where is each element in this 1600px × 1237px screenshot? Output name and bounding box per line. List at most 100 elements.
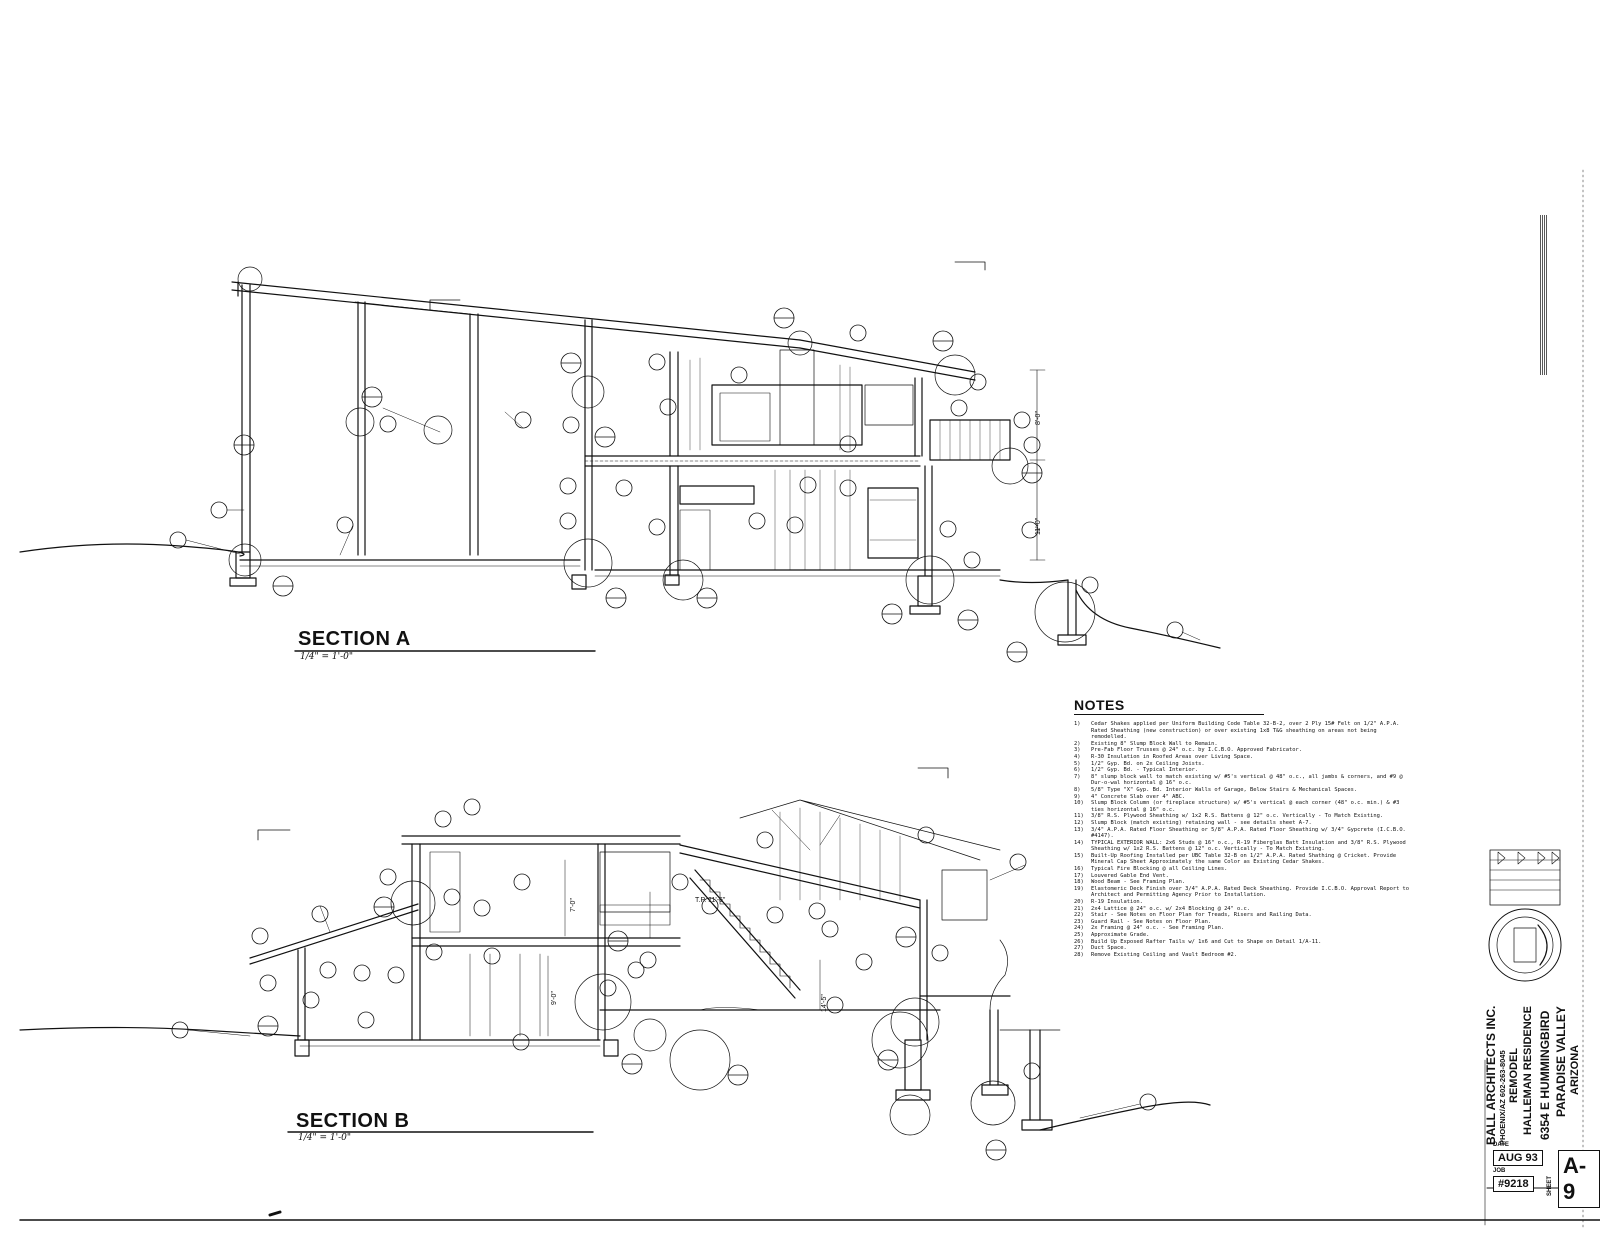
project-type: REMODEL <box>1508 1048 1520 1103</box>
note-item: 12) Slump Block (match existing) retainin… <box>1074 820 1414 827</box>
note-number: 14) <box>1074 839 1084 846</box>
note-text: 8" slump block wall to match existing w/… <box>1091 773 1403 787</box>
note-text: 3/8" R.S. Plywood Sheathing w/ 1x2 R.S. … <box>1091 813 1384 820</box>
note-item: 1) Cedar Shakes applied per Uniform Build… <box>1074 721 1414 741</box>
note-item: 3) Pre-Fab Floor Trusses @ 24" o.c. by I.… <box>1074 747 1414 754</box>
note-number: 8) <box>1074 786 1081 793</box>
note-number: 9) <box>1074 793 1081 800</box>
section-b-drawing <box>19 767 1211 1161</box>
sketch-annotations: 8'-0" 11'-0" 7'-0" 9'-0" T.P. 11'-6" 14'… <box>551 411 1042 1012</box>
note-text: Remove Existing Ceiling and Vault Bedroo… <box>1091 951 1238 958</box>
note-text: Pre-Fab Floor Trusses @ 24" o.c. by I.C.… <box>1091 747 1302 754</box>
note-item: 4) R-30 Insulation in Roofed Areas over L… <box>1074 754 1414 761</box>
note-item: 27) Duct Space. <box>1074 945 1414 952</box>
section-a-title: SECTION A <box>298 628 411 650</box>
note-text: R-30 Insulation in Roofed Areas over Liv… <box>1091 753 1254 760</box>
note-number: 19) <box>1074 885 1084 892</box>
firm-location: PHOENIX/AZ 602-263-8045 <box>1498 1050 1507 1145</box>
note-number: 7) <box>1074 773 1081 780</box>
note-text: Duct Space. <box>1091 945 1127 952</box>
project-name: HALLEMAN RESIDENCE <box>1522 1006 1534 1135</box>
notes-title: NOTES <box>1074 697 1264 715</box>
note-number: 11) <box>1074 813 1084 820</box>
note-number: 21) <box>1074 905 1084 912</box>
note-text: Existing 8" Slump Block Wall to Remain. <box>1091 740 1218 747</box>
note-item: 15) Built-Up Roofing Installed per UBC Ta… <box>1074 853 1414 866</box>
note-number: 5) <box>1074 760 1081 767</box>
project-city: PARADISE VALLEY <box>1554 1006 1568 1117</box>
note-text: Slump Block (match existing) retaining w… <box>1091 819 1312 826</box>
firm-name: BALL ARCHITECTS INC. <box>1484 1005 1498 1145</box>
note-text: 2x4 Lattice @ 24" o.c. w/ 2x4 Blocking @… <box>1091 905 1251 912</box>
note-text: Typical Fire Blocking @ all Ceiling Line… <box>1091 866 1228 873</box>
note-item: 25) Approximate Grade. <box>1074 932 1414 939</box>
note-item: 14) TYPICAL EXTERIOR WALL: 2x6 Studs @ 16… <box>1074 840 1414 853</box>
section-b-scale: 1/4" = 1'-0" <box>298 1133 351 1143</box>
note-number: 27) <box>1074 945 1084 952</box>
date-value: AUG 93 <box>1493 1150 1543 1166</box>
general-notes: NOTES 1) Cedar Shakes applied per Uniform… <box>1074 697 1414 958</box>
note-text: Elastomeric Deck Finish over 3/4" A.P.A.… <box>1091 885 1410 899</box>
note-item: 13)3/4" A.P.A. Rated Floor Sheathing or … <box>1074 827 1414 840</box>
note-text: 4" Concrete Slab over 4" ABC. <box>1091 793 1186 800</box>
note-number: 15) <box>1074 852 1084 859</box>
date-label: DATE <box>1493 1142 1509 1148</box>
note-text: Cedar Shakes applied per Uniform Buildin… <box>1091 721 1400 741</box>
note-item: 6) 1/2" Gyp. Bd. - Typical Interior. <box>1074 767 1414 774</box>
note-number: 26) <box>1074 938 1084 945</box>
job-label: JOB <box>1493 1168 1506 1174</box>
dim-lower: 11'-0" <box>1035 517 1042 535</box>
note-text: 1/2" Gyp. Bd. - Typical Interior. <box>1091 767 1199 774</box>
note-text: Build Up Exposed Rafter Tails w/ 1x6 and… <box>1091 938 1322 945</box>
note-number: 10) <box>1074 800 1084 807</box>
note-text: Built-Up Roofing Installed per UBC Table… <box>1091 852 1397 866</box>
note-item: 2) Existing 8" Slump Block Wall to Remain… <box>1074 741 1414 748</box>
section-a-drawing <box>19 261 1221 663</box>
note-number: 28) <box>1074 951 1084 958</box>
note-number: 16) <box>1074 866 1084 873</box>
note-number: 25) <box>1074 932 1084 938</box>
note-number: 17) <box>1074 872 1084 879</box>
dim-b-ceiling: 7'-0" <box>570 898 577 912</box>
note-item: 5) 1/2" Gyp. Bd. on 2x Ceiling Joists. <box>1074 761 1414 768</box>
note-number: 20) <box>1074 899 1084 906</box>
note-text: 3/4" A.P.A. Rated Floor Sheathing or 5/8… <box>1091 826 1406 840</box>
dim-b-rise: 14'-5" <box>821 994 828 1012</box>
section-b-title: SECTION B <box>296 1110 410 1132</box>
note-text: 5/8" Type "X" Gyp. Bd. Interior Walls of… <box>1091 786 1358 793</box>
note-text: Wood Beam - See Framing Plan. <box>1091 879 1186 886</box>
dim-b-ceiling-2: 9'-0" <box>551 991 558 1005</box>
note-number: 12) <box>1074 819 1084 826</box>
note-number: 3) <box>1074 747 1081 754</box>
ink-mark <box>268 1210 282 1217</box>
job-number: #9218 <box>1493 1176 1534 1192</box>
note-number: 1) <box>1074 721 1081 727</box>
note-text: Slump Block Column (or fireplace structu… <box>1091 800 1400 813</box>
note-item: 23) Guard Rail - See Notes on Floor Plan. <box>1074 919 1414 926</box>
note-item: 22) Stair - See Notes on Floor Plan for T… <box>1074 912 1414 919</box>
note-number: 2) <box>1074 740 1081 747</box>
copyright-notice-block <box>1540 215 1548 375</box>
sheet-label: SHEET <box>1547 1175 1553 1196</box>
notes-list: 1) Cedar Shakes applied per Uniform Build… <box>1074 721 1414 958</box>
note-item: 9) 4" Concrete Slab over 4" ABC. <box>1074 794 1414 801</box>
note-text: TYPICAL EXTERIOR WALL: 2x6 Studs @ 16" o… <box>1091 839 1406 853</box>
note-text: Louvered Gable End Vent. <box>1091 872 1169 879</box>
note-text: Guard Rail - See Notes on Floor Plan. <box>1091 918 1212 925</box>
project-state: ARIZONA <box>1569 1044 1581 1095</box>
dim-upper: 8'-0" <box>1035 411 1042 425</box>
note-text: Stair - See Notes on Floor Plan for Trea… <box>1091 912 1312 919</box>
note-text: Approximate Grade. <box>1091 932 1150 938</box>
note-item: 16) Typical Fire Blocking @ all Ceiling L… <box>1074 866 1414 873</box>
note-number: 22) <box>1074 912 1084 919</box>
note-number: 24) <box>1074 925 1084 932</box>
note-item: 20)R-19 Insulation. <box>1074 899 1414 906</box>
note-number: 4) <box>1074 753 1081 760</box>
project-address: 6354 E HUMMINGBIRD <box>1538 1010 1552 1140</box>
note-text: 1/2" Gyp. Bd. on 2x Ceiling Joists. <box>1091 760 1205 767</box>
note-number: 23) <box>1074 918 1084 925</box>
note-item: 18)Wood Beam - See Framing Plan. <box>1074 879 1414 886</box>
note-number: 6) <box>1074 767 1081 774</box>
note-item: 28) Remove Existing Ceiling and Vault Bed… <box>1074 952 1414 959</box>
